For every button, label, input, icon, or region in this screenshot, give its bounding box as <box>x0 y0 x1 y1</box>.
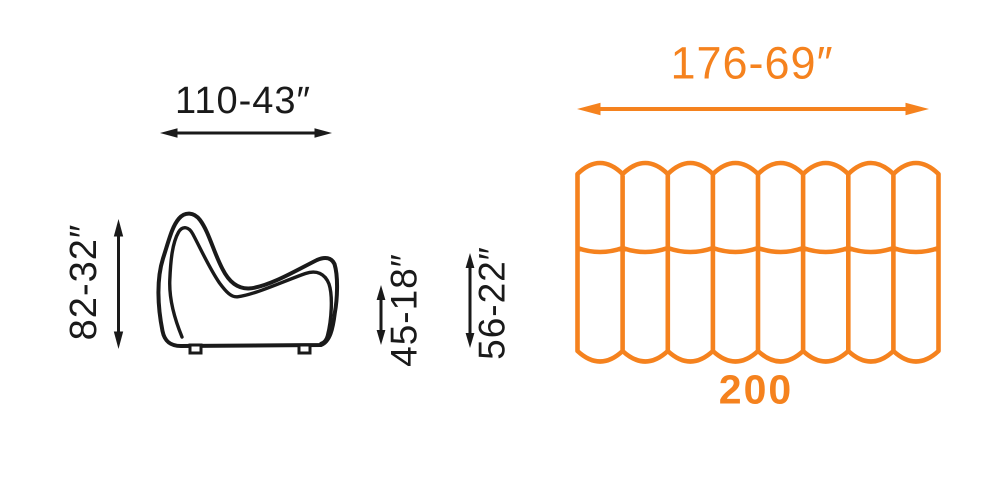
width-dimension-arrow <box>577 102 929 116</box>
sofa-channels <box>575 160 941 364</box>
chair-inner-seam <box>168 226 334 346</box>
seat-height-label: 45-18″ <box>383 253 425 367</box>
height-dimension-arrow <box>113 219 124 349</box>
width-label: 176-69″ <box>670 37 834 89</box>
chair-outer-outline <box>156 211 340 348</box>
depth-label: 110-43″ <box>175 80 311 122</box>
front-height-dimension-arrow <box>465 253 475 348</box>
chair-side-view-drawing <box>156 211 340 355</box>
sofa-front-view-drawing <box>575 160 941 364</box>
model-label: 200 <box>718 366 794 413</box>
depth-dimension-arrow <box>160 128 332 138</box>
front-height-label: 56-22″ <box>471 246 513 360</box>
chair-front-foot <box>188 343 203 355</box>
height-label: 82-32″ <box>63 223 105 341</box>
chair-back-foot <box>297 343 312 355</box>
seat-height-dimension-arrow <box>376 285 386 345</box>
